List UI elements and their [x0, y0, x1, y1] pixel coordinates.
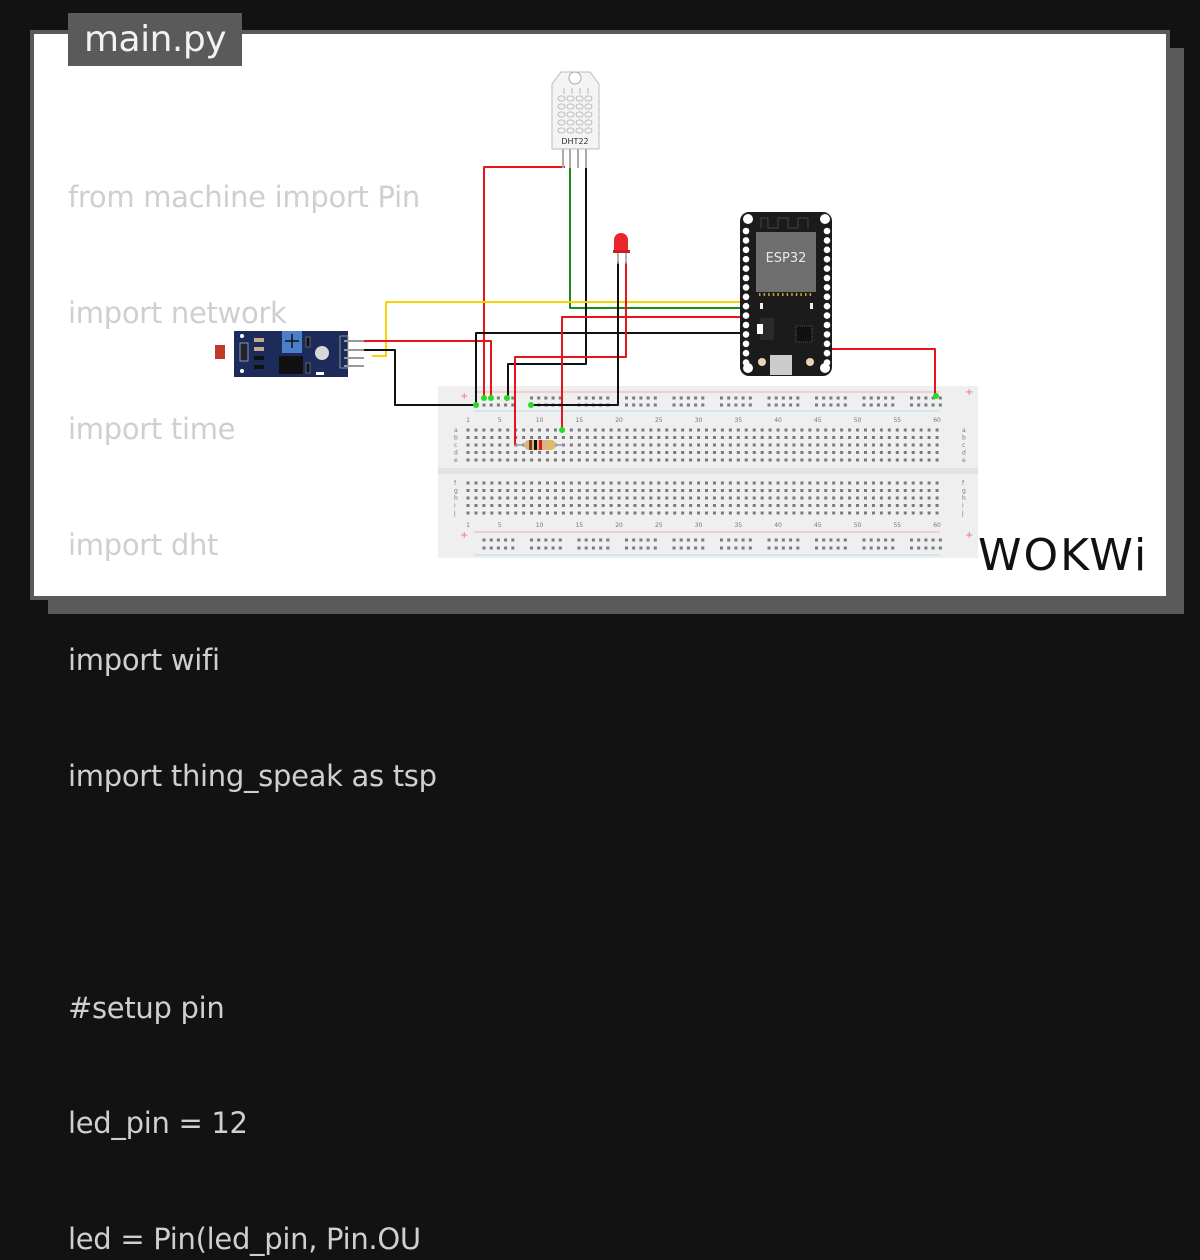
column-label: 5	[498, 417, 502, 424]
wire-ldr-vcc[interactable]	[364, 340, 492, 398]
column-label: 35	[734, 522, 742, 529]
row-label: e	[454, 457, 458, 464]
code-line: import dht	[68, 527, 219, 562]
row-label: c	[454, 442, 457, 449]
column-label: 60	[933, 522, 941, 529]
column-label: 1	[466, 522, 470, 529]
column-label: 40	[774, 417, 782, 424]
column-label: 60	[933, 417, 941, 424]
row-label: i	[454, 503, 456, 510]
led-red[interactable]	[613, 233, 630, 264]
breadboard-labels: 1155101015152020252530303535404045455050…	[453, 417, 966, 529]
code-line: #setup pin	[68, 990, 225, 1025]
esp32-board[interactable]: ESP32	[740, 212, 832, 376]
breadboard[interactable]: + + + + 11551010151520202525303035354040…	[438, 386, 978, 558]
column-label: 20	[615, 522, 623, 529]
wire-dht-gnd[interactable]	[507, 167, 587, 398]
column-label: 10	[536, 417, 544, 424]
column-label: 30	[695, 522, 703, 529]
row-label: g	[454, 488, 458, 495]
wire-ldr-gnd[interactable]	[364, 349, 476, 406]
column-label: 15	[575, 417, 583, 424]
row-label: b	[454, 435, 458, 442]
column-label: 50	[854, 417, 862, 424]
column-label: 40	[774, 522, 782, 529]
wire-led-cathode[interactable]	[531, 262, 619, 406]
column-label: 5	[498, 522, 502, 529]
wire-esp-led[interactable]	[561, 316, 746, 430]
wire-ldr-do[interactable]	[372, 301, 746, 357]
row-label: j	[961, 510, 964, 517]
rail-plus-label: +	[460, 530, 468, 541]
row-label: b	[962, 435, 966, 442]
code-line	[68, 873, 437, 912]
column-label: 55	[893, 522, 901, 529]
column-label: 20	[615, 417, 623, 424]
resistor[interactable]	[515, 440, 564, 450]
code-line: import network	[68, 295, 287, 330]
column-label: 45	[814, 417, 822, 424]
dht22-sensor[interactable]: DHT22	[551, 71, 600, 168]
code-line: from machine import Pin	[68, 180, 420, 215]
code-line: import wifi	[68, 643, 220, 678]
wire-dht-vcc[interactable]	[483, 166, 565, 398]
row-label: i	[962, 503, 964, 510]
row-label: d	[454, 450, 458, 457]
row-label: a	[962, 427, 966, 434]
row-label: c	[962, 442, 965, 449]
esp32-label: ESP32	[766, 251, 807, 266]
wire-dht-data[interactable]	[569, 167, 746, 309]
row-label: d	[962, 450, 966, 457]
code-line: import thing_speak as tsp	[68, 759, 437, 794]
row-label: j	[453, 510, 456, 517]
row-label: f	[962, 480, 965, 487]
rail-plus-label: +	[965, 387, 973, 398]
code-line: import time	[68, 411, 236, 446]
column-label: 25	[655, 522, 663, 529]
row-label: a	[454, 427, 458, 434]
row-label: g	[962, 488, 966, 495]
column-label: 10	[536, 522, 544, 529]
wire-led-anode[interactable]	[514, 262, 627, 445]
column-label: 35	[734, 417, 742, 424]
code-line: led_pin = 12	[68, 1106, 248, 1141]
row-label: e	[962, 457, 966, 464]
column-label: 1	[466, 417, 470, 424]
wokwi-logo: WOKWi	[978, 530, 1149, 581]
column-label: 15	[575, 522, 583, 529]
breadboard-divider	[438, 468, 978, 474]
column-label: 30	[695, 417, 703, 424]
column-label: 55	[893, 417, 901, 424]
rail-plus-label: +	[965, 530, 973, 541]
row-label: h	[454, 495, 458, 502]
wire-esp-gnd[interactable]	[475, 332, 746, 405]
rail-plus-label: +	[460, 391, 468, 402]
ldr-module[interactable]	[215, 331, 364, 377]
row-label: f	[454, 480, 457, 487]
dht22-label: DHT22	[561, 137, 588, 146]
code-line: led = Pin(led_pin, Pin.OU	[68, 1222, 421, 1257]
circuit-diagram: + + + + 11551010151520202525303035354040…	[215, 71, 978, 558]
connection-points	[473, 393, 939, 433]
column-label: 50	[854, 522, 862, 529]
column-label: 45	[814, 522, 822, 529]
column-label: 25	[655, 417, 663, 424]
row-label: h	[962, 495, 966, 502]
file-tab[interactable]: main.py	[68, 13, 242, 66]
